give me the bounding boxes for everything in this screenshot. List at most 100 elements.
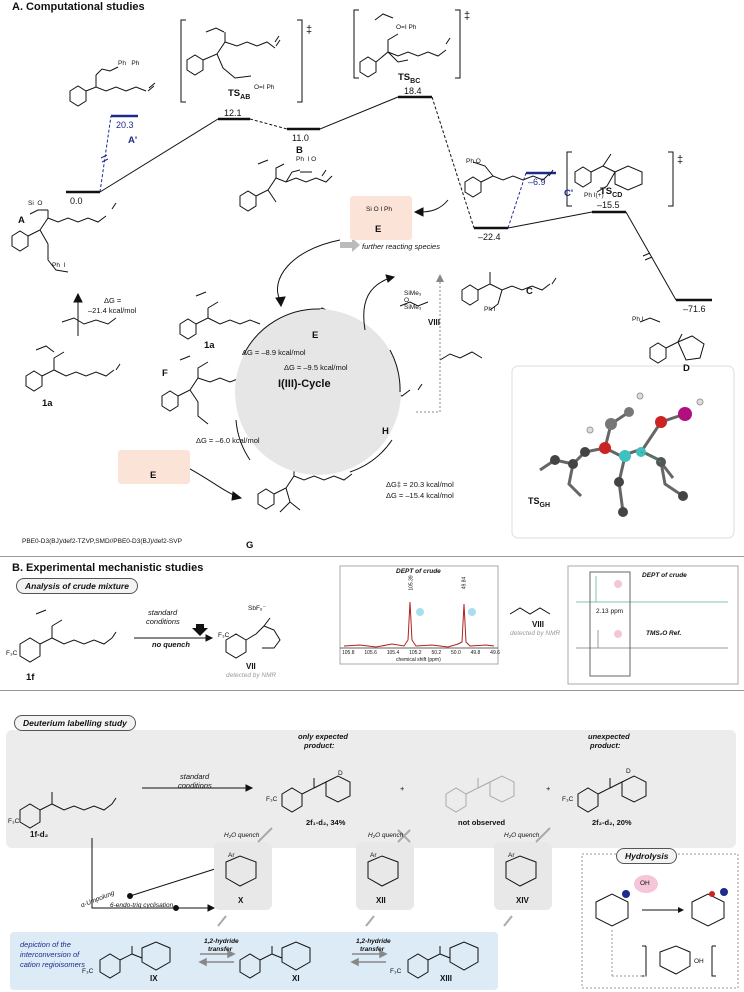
- cf3-XIII: F₃C: [390, 968, 402, 975]
- product-label-1: product:: [304, 741, 335, 750]
- dept-title-2: DEPT of crude: [642, 572, 687, 579]
- d-label: D: [626, 768, 631, 775]
- hydride-1: 1,2-hydride: [204, 938, 239, 945]
- label-XIII: XIII: [440, 974, 453, 983]
- atom-label: Ph I: [632, 316, 644, 323]
- ppm-213: 2.13 ppm: [596, 608, 624, 615]
- energy-A: 0.0: [70, 196, 83, 206]
- label-VIII-b: VIII: [532, 620, 545, 629]
- label-VIII-cycle: VIII: [428, 318, 441, 327]
- cf3-label-vii: F₃C: [218, 632, 230, 639]
- label-VII: VII: [246, 662, 256, 671]
- label-1f-d2: 1f-d₂: [30, 830, 49, 839]
- ar-label-X: Ar: [228, 852, 235, 859]
- dG-ts: ΔG‡ = 20.3 kcal/mol: [386, 480, 454, 489]
- product-label-2: product:: [590, 741, 621, 750]
- dept-peak-2: 49.84: [461, 576, 468, 590]
- atom-label: Si O I Ph: [366, 206, 393, 213]
- energy-B: 11.0: [292, 133, 309, 143]
- dept-title-1: DEPT of crude: [396, 568, 441, 575]
- label-X: X: [238, 896, 244, 905]
- label-IX: IX: [150, 974, 158, 983]
- d-label: D: [338, 770, 343, 777]
- label-C: C: [526, 286, 533, 297]
- oh-label-2: OH: [694, 958, 704, 965]
- transfer-1: transfer: [208, 946, 233, 953]
- label-1a-left: 1a: [42, 398, 53, 409]
- atom-label: Ph Ph: [118, 60, 140, 67]
- transfer-2: transfer: [360, 946, 385, 953]
- label-XII: XII: [376, 896, 386, 905]
- label-1f: 1f: [26, 672, 35, 683]
- energy-Cprime: –6.9: [528, 177, 546, 187]
- endo-label: 6-endo-trig cyclisation: [110, 902, 174, 909]
- detected-VIII: detected by NMR: [510, 630, 561, 637]
- energy-D: –71.6: [683, 304, 706, 314]
- h2o-quench-3: H₂O quench: [504, 832, 540, 839]
- std2: conditions: [178, 781, 212, 790]
- dG-2: ΔG = –9.5 kcal/mol: [284, 363, 348, 372]
- h2o-quench-2: H₂O quench: [368, 832, 404, 839]
- cf3-p1: F₃C: [266, 796, 278, 803]
- energy-TSCD: –15.5: [597, 200, 620, 210]
- energy-TSAB: 12.1: [224, 108, 242, 118]
- product-2f2: 2f₂-d₂, 20%: [592, 818, 632, 827]
- energy-C: –22.4: [478, 232, 501, 242]
- section-b-title: B. Experimental mechanistic studies: [12, 562, 204, 574]
- section-b-graphics: [6, 565, 739, 990]
- label-Aprime: A': [128, 135, 138, 146]
- cf3-IX: F₃C: [82, 968, 94, 975]
- dagger-TSAB: ‡: [306, 24, 313, 36]
- divider-2: [0, 690, 744, 691]
- cf3-label: F₃C: [6, 650, 18, 657]
- plus-1: +: [400, 784, 405, 793]
- energy-TSBC: 18.4: [404, 86, 422, 96]
- dept-peak-1: 105.39: [408, 575, 415, 591]
- dept-axis: chemical shift (ppm): [396, 657, 441, 663]
- divider: [0, 556, 744, 557]
- label-B: B: [296, 145, 303, 156]
- label-G: G: [246, 540, 254, 551]
- cond1: standard: [148, 608, 178, 617]
- std1: standard: [180, 772, 210, 781]
- product-2f1: 2f₁-d₂, 34%: [306, 818, 346, 827]
- label-E-reagent: E: [150, 470, 157, 481]
- only-expected: only expected: [298, 732, 349, 741]
- cf3-p2: F₃C: [562, 796, 574, 803]
- dagger-TSCD: ‡: [677, 154, 684, 166]
- dG-1: ΔG = –8.9 kcal/mol: [242, 348, 306, 357]
- ar-label-XIV: Ar: [508, 852, 515, 859]
- crude-pill: Analysis of crude mixture: [16, 578, 138, 594]
- hydride-2: 1,2-hydride: [356, 938, 391, 945]
- label-TSGH: TSGH: [528, 496, 551, 509]
- dagger-TSBC: ‡: [464, 10, 471, 22]
- h2o-quench-1: H₂O quench: [224, 832, 260, 839]
- hydrolysis-pill: Hydrolysis: [616, 848, 678, 864]
- unexpected: unexpected: [588, 732, 630, 741]
- label-E-cycle: E: [312, 330, 319, 341]
- cf3-label-d: F₃C: [8, 818, 20, 825]
- label-XIV: XIV: [516, 896, 529, 905]
- label-H: H: [382, 426, 389, 437]
- atom-label: O=I Ph: [396, 24, 417, 31]
- label-TSCD: TSCD: [600, 186, 623, 199]
- atom-label: Ph I O: [296, 156, 317, 163]
- method-label: PBE0-D3(BJ)/def2-TZVP,SMD//PBE0-D3(BJ)/d…: [22, 538, 182, 545]
- atom-label: Ph O: [466, 158, 481, 165]
- label-D: D: [683, 363, 690, 374]
- depiction-label: depiction of the interconversion of cati…: [20, 940, 86, 969]
- cond2: conditions: [146, 617, 180, 626]
- label-F: F: [162, 368, 168, 379]
- label-A: A: [18, 215, 25, 226]
- atom-label: O=I Ph: [254, 84, 275, 91]
- ar-label-XII: Ar: [370, 852, 377, 859]
- dG-left-2: –21.4 kcal/mol: [88, 306, 137, 315]
- atom-label: Ph I(+): [584, 192, 604, 199]
- sbf6-label: SbF₆⁻: [248, 605, 266, 612]
- atom-label: Ph I: [484, 306, 496, 313]
- dG-left-1: ΔG =: [104, 296, 122, 305]
- label-Cprime: C': [564, 188, 574, 199]
- energy-Aprime: 20.3: [116, 120, 134, 130]
- atom-label: Ph I: [52, 262, 66, 269]
